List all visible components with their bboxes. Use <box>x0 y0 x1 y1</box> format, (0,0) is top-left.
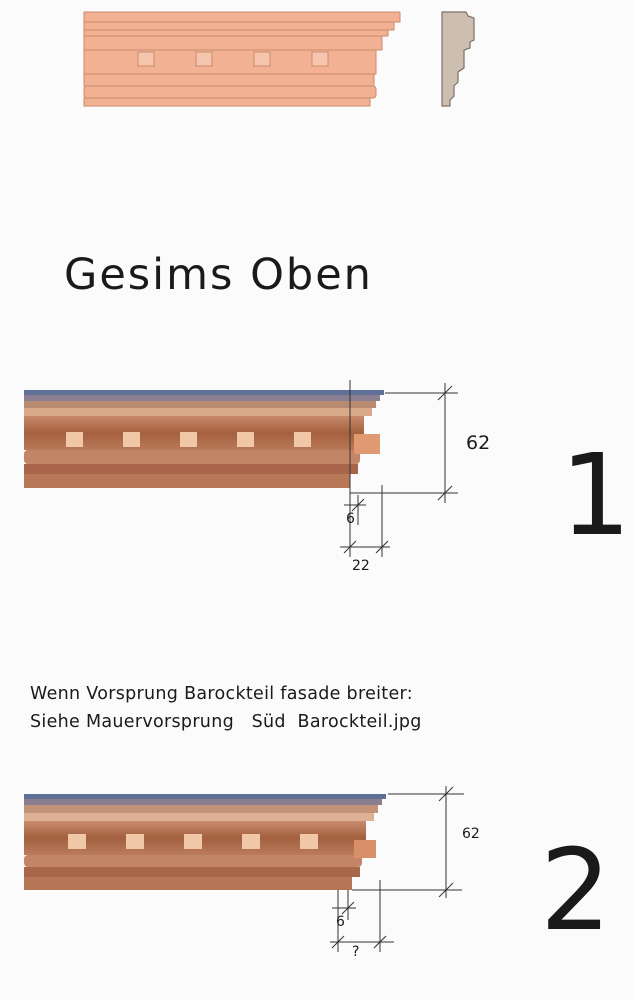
section-number-1: 1 <box>560 431 632 561</box>
cornice-elevation-sketch <box>83 11 401 107</box>
section-number-2: 2 <box>540 826 612 956</box>
note-text: Wenn Vorsprung Barockteil fasade breiter… <box>30 680 422 736</box>
page-title: Gesims Oben <box>64 250 373 300</box>
height-dimension-1: 62 <box>466 432 491 454</box>
width-dimension-2: ? <box>352 944 360 960</box>
cornice-profile-sketch <box>441 11 475 107</box>
offset-dimension-2: 6 <box>336 914 345 930</box>
dimension-lines-1 <box>340 380 458 557</box>
note-line-2: Siehe Mauervorsprung Süd Barockteil.jpg <box>30 712 422 732</box>
cornice-rendering-2 <box>24 794 386 890</box>
dimension-lines-2 <box>330 786 464 952</box>
width-dimension-1: 22 <box>352 558 370 574</box>
cornice-rendering-1 <box>24 390 384 488</box>
height-dimension-2: 62 <box>462 826 480 842</box>
note-line-1: Wenn Vorsprung Barockteil fasade breiter… <box>30 684 413 704</box>
offset-dimension-1: 6 <box>346 511 355 527</box>
